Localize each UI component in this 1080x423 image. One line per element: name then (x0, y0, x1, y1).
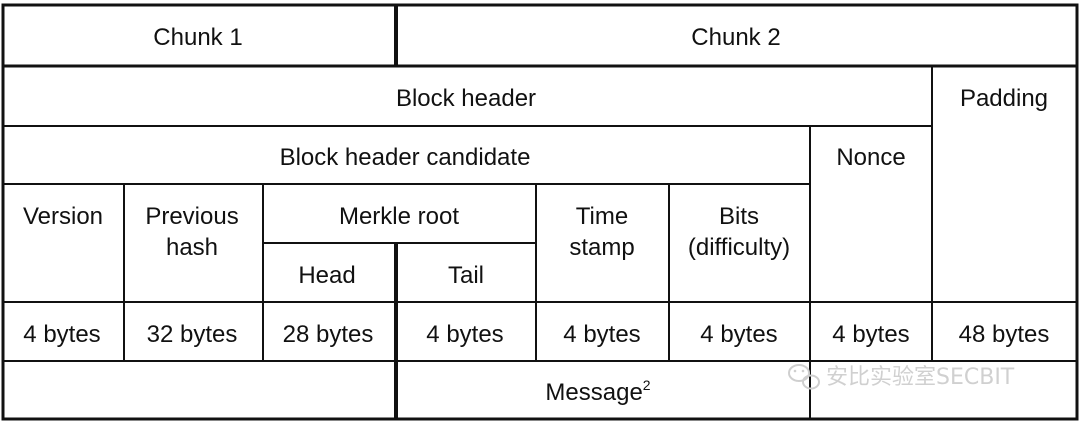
size-version: 4 bytes (23, 321, 100, 348)
chunk-1-label: Chunk 1 (153, 24, 242, 51)
time-stamp-label-line1: Time (576, 203, 628, 230)
size-time-stamp: 4 bytes (563, 321, 640, 348)
block-header-label: Block header (396, 85, 536, 112)
watermark: 安比实验室SECBIT (788, 364, 1015, 390)
previous-hash-label-line2: hash (166, 234, 218, 261)
bits-label-line2: (difficulty) (688, 234, 790, 261)
size-bits: 4 bytes (700, 321, 777, 348)
chunk-2-label: Chunk 2 (691, 24, 780, 51)
padding-label: Padding (960, 85, 1048, 112)
nonce-label: Nonce (836, 144, 905, 171)
size-nonce: 4 bytes (832, 321, 909, 348)
size-merkle-head: 28 bytes (283, 321, 374, 348)
merkle-root-label: Merkle root (339, 203, 459, 230)
watermark-text: 安比实验室SECBIT (826, 365, 1015, 390)
version-label: Version (23, 203, 103, 230)
wechat-icon (788, 364, 820, 390)
message-label: Message2 (545, 377, 650, 406)
previous-hash-label-line1: Previous (145, 203, 238, 230)
size-merkle-tail: 4 bytes (426, 321, 503, 348)
size-padding: 48 bytes (959, 321, 1050, 348)
merkle-tail-label: Tail (448, 262, 484, 289)
block-header-candidate-label: Block header candidate (280, 144, 531, 171)
merkle-head-label: Head (298, 262, 355, 289)
bits-label-line1: Bits (719, 203, 759, 230)
size-previous-hash: 32 bytes (147, 321, 238, 348)
grid-lines (1, 3, 1079, 421)
time-stamp-label-line2: stamp (569, 234, 634, 261)
message-footnote: 2 (643, 377, 651, 393)
message-text: Message (545, 379, 642, 406)
